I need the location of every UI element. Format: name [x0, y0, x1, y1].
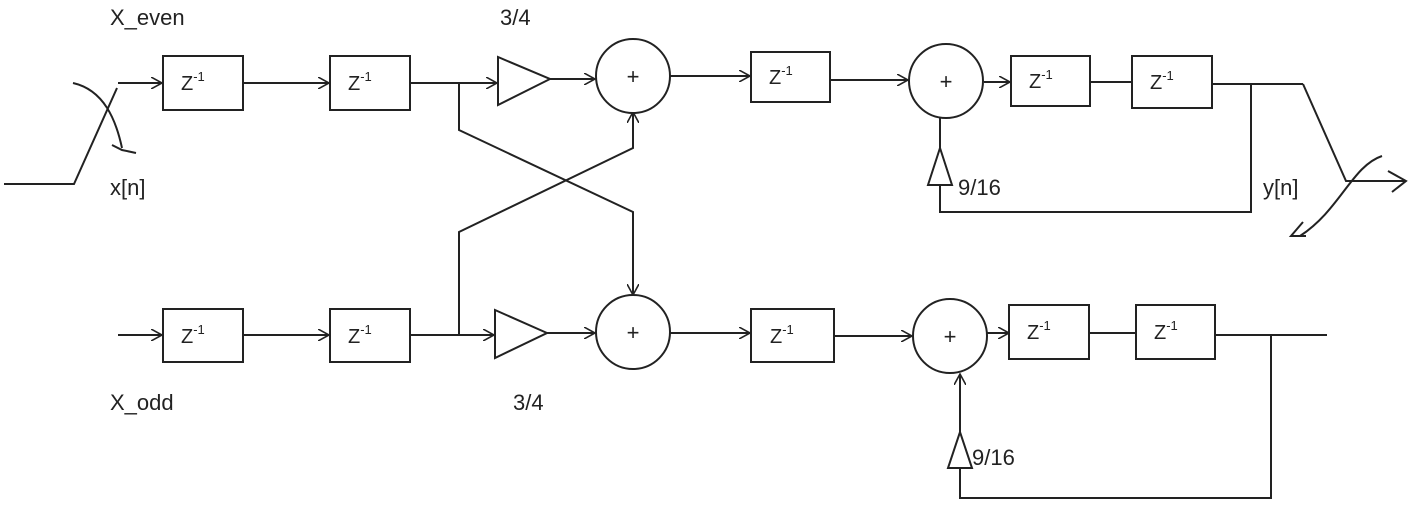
gain-even-amplifier: [497, 55, 553, 107]
feedback-even-amplifier: [926, 144, 954, 186]
adder-odd-2: +: [912, 298, 988, 374]
input-commutator: [4, 82, 137, 185]
output-commutator: [1288, 83, 1408, 237]
delay-odd-4: Z-1: [1008, 304, 1090, 360]
svg-text:Z-1: Z-1: [181, 322, 205, 348]
svg-text:Z-1: Z-1: [181, 69, 205, 95]
svg-text:Z-1: Z-1: [1027, 318, 1051, 344]
odd-path-wires: [118, 333, 1327, 499]
svg-text:+: +: [627, 320, 640, 345]
delay-odd-1: Z-1: [162, 308, 244, 363]
adder-even-2: +: [908, 43, 984, 119]
svg-text:Z-1: Z-1: [770, 322, 794, 348]
svg-text:Z-1: Z-1: [348, 322, 372, 348]
label-gain-top: 3/4: [500, 5, 531, 30]
delay-odd-5: Z-1: [1135, 304, 1216, 360]
even-path-wires: [118, 76, 1303, 213]
delay-even-3: Z-1: [750, 51, 831, 103]
delay-even-5: Z-1: [1131, 55, 1213, 109]
svg-text:+: +: [627, 64, 640, 89]
svg-text:+: +: [940, 69, 953, 94]
svg-text:Z-1: Z-1: [1150, 68, 1174, 94]
feedback-odd-amplifier: [946, 428, 974, 469]
svg-text:Z-1: Z-1: [1154, 318, 1178, 344]
label-x-odd: X_odd: [110, 390, 174, 415]
delay-even-2: Z-1: [329, 55, 411, 111]
cross-connections: [458, 83, 633, 335]
delay-odd-2: Z-1: [329, 308, 411, 363]
label-gain-bottom: 3/4: [513, 390, 544, 415]
label-output: y[n]: [1263, 175, 1298, 200]
svg-text:Z-1: Z-1: [1029, 67, 1053, 93]
svg-text:Z-1: Z-1: [348, 69, 372, 95]
svg-text:+: +: [944, 324, 957, 349]
label-input: x[n]: [110, 175, 145, 200]
label-feedback-top: 9/16: [958, 175, 1001, 200]
delay-odd-3: Z-1: [750, 308, 835, 363]
gain-odd-amplifier: [494, 308, 550, 360]
delay-even-1: Z-1: [162, 55, 244, 111]
adder-even-1: +: [595, 38, 671, 114]
svg-text:Z-1: Z-1: [769, 63, 793, 89]
label-feedback-bottom: 9/16: [972, 445, 1015, 470]
adder-odd-1: +: [595, 294, 671, 370]
delay-even-4: Z-1: [1010, 55, 1091, 107]
label-x-even: X_even: [110, 5, 185, 30]
